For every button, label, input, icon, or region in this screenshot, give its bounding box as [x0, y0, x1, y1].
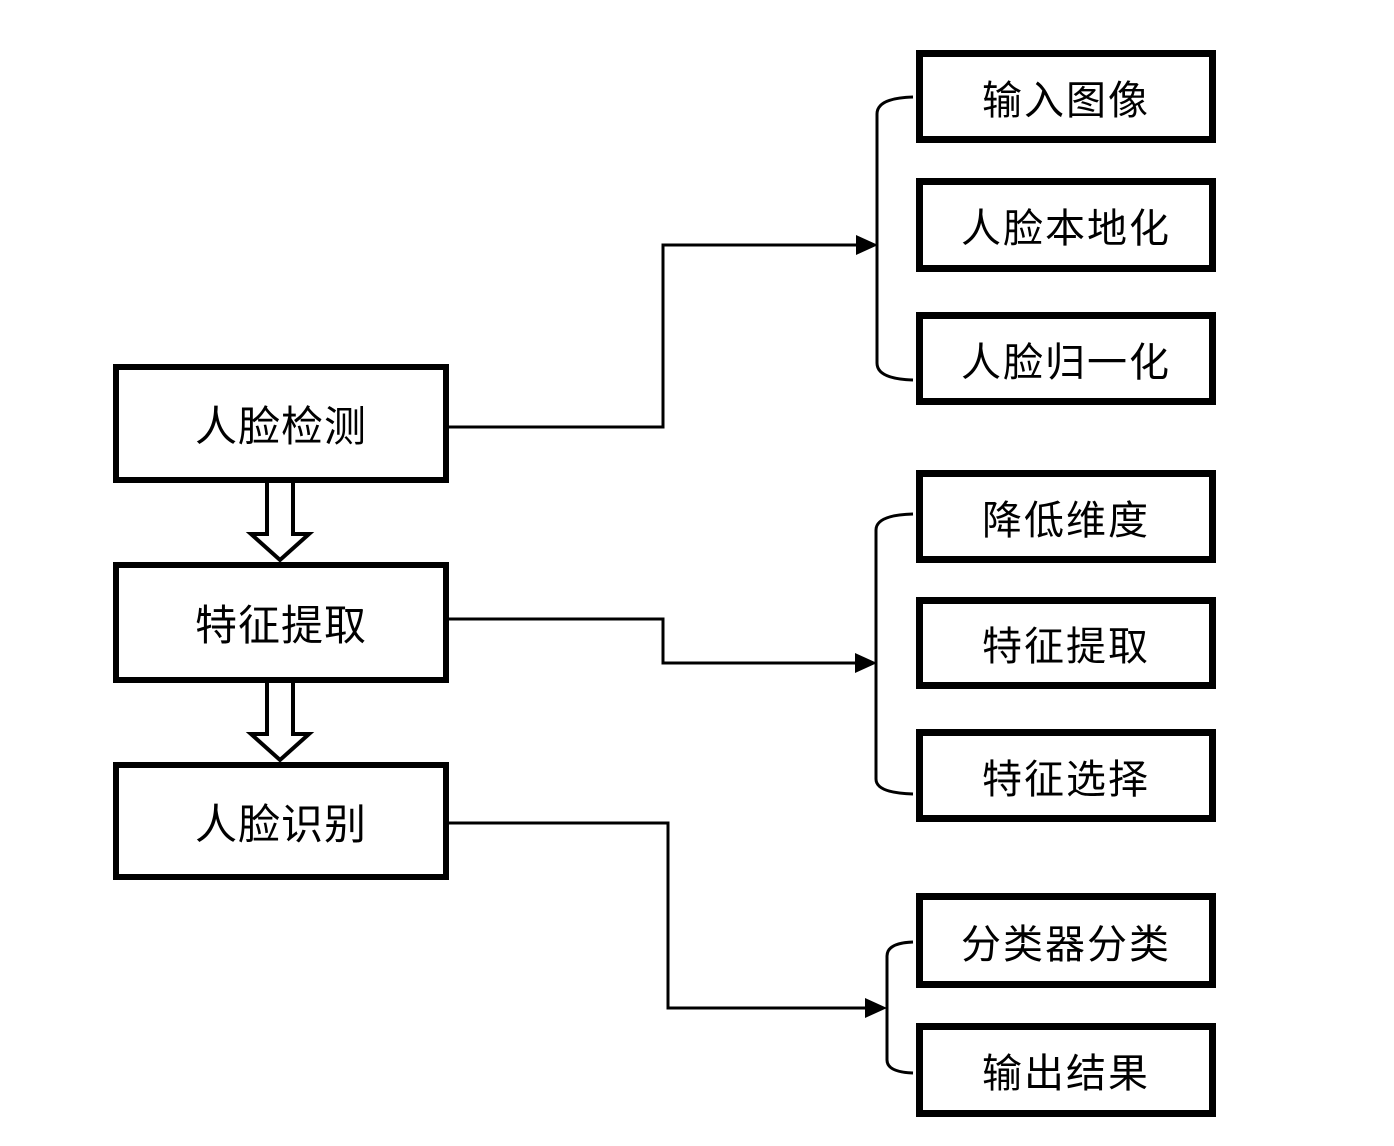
- substep-feature-extraction: 特征提取: [916, 597, 1216, 689]
- arrowhead-icon: [855, 653, 877, 673]
- bracket-group-3: [885, 940, 914, 1075]
- substep-label: 输出结果: [982, 1052, 1150, 1096]
- flow-step-label: 人脸识别: [194, 800, 367, 848]
- flow-step-feature-extraction: 特征提取: [113, 562, 449, 683]
- substep-classifier-classification: 分类器分类: [916, 893, 1216, 988]
- substep-label: 人脸归一化: [961, 340, 1171, 385]
- substep-label: 特征提取: [982, 625, 1150, 669]
- substep-input-image: 输入图像: [916, 50, 1216, 143]
- block-arrow-down-icon: [245, 683, 315, 763]
- arrowhead-icon: [865, 998, 887, 1018]
- bracket-group-1: [875, 95, 914, 382]
- bracket-group-2: [874, 512, 914, 796]
- substep-output-result: 输出结果: [916, 1023, 1216, 1117]
- connector-face-detection: [449, 243, 858, 429]
- substep-face-localization: 人脸本地化: [916, 178, 1216, 272]
- flow-step-label: 特征提取: [194, 602, 367, 649]
- substep-label: 降低维度: [982, 498, 1150, 543]
- substep-label: 人脸本地化: [961, 207, 1171, 251]
- substep-face-normalization: 人脸归一化: [916, 312, 1216, 405]
- flow-step-label: 人脸检测: [194, 403, 367, 450]
- flow-step-face-recognition: 人脸识别: [113, 762, 449, 880]
- substep-dimension-reduction: 降低维度: [916, 470, 1216, 563]
- substep-feature-selection: 特征选择: [916, 729, 1216, 822]
- substep-label: 输入图像: [982, 78, 1150, 123]
- connector-face-recognition: [449, 821, 867, 1010]
- connector-feature-extraction: [449, 617, 857, 665]
- block-arrow-down-icon: [245, 483, 315, 563]
- flow-step-face-detection: 人脸检测: [113, 364, 449, 483]
- substep-label: 分类器分类: [961, 922, 1171, 967]
- substep-label: 特征选择: [982, 757, 1150, 802]
- arrowhead-icon: [856, 235, 878, 255]
